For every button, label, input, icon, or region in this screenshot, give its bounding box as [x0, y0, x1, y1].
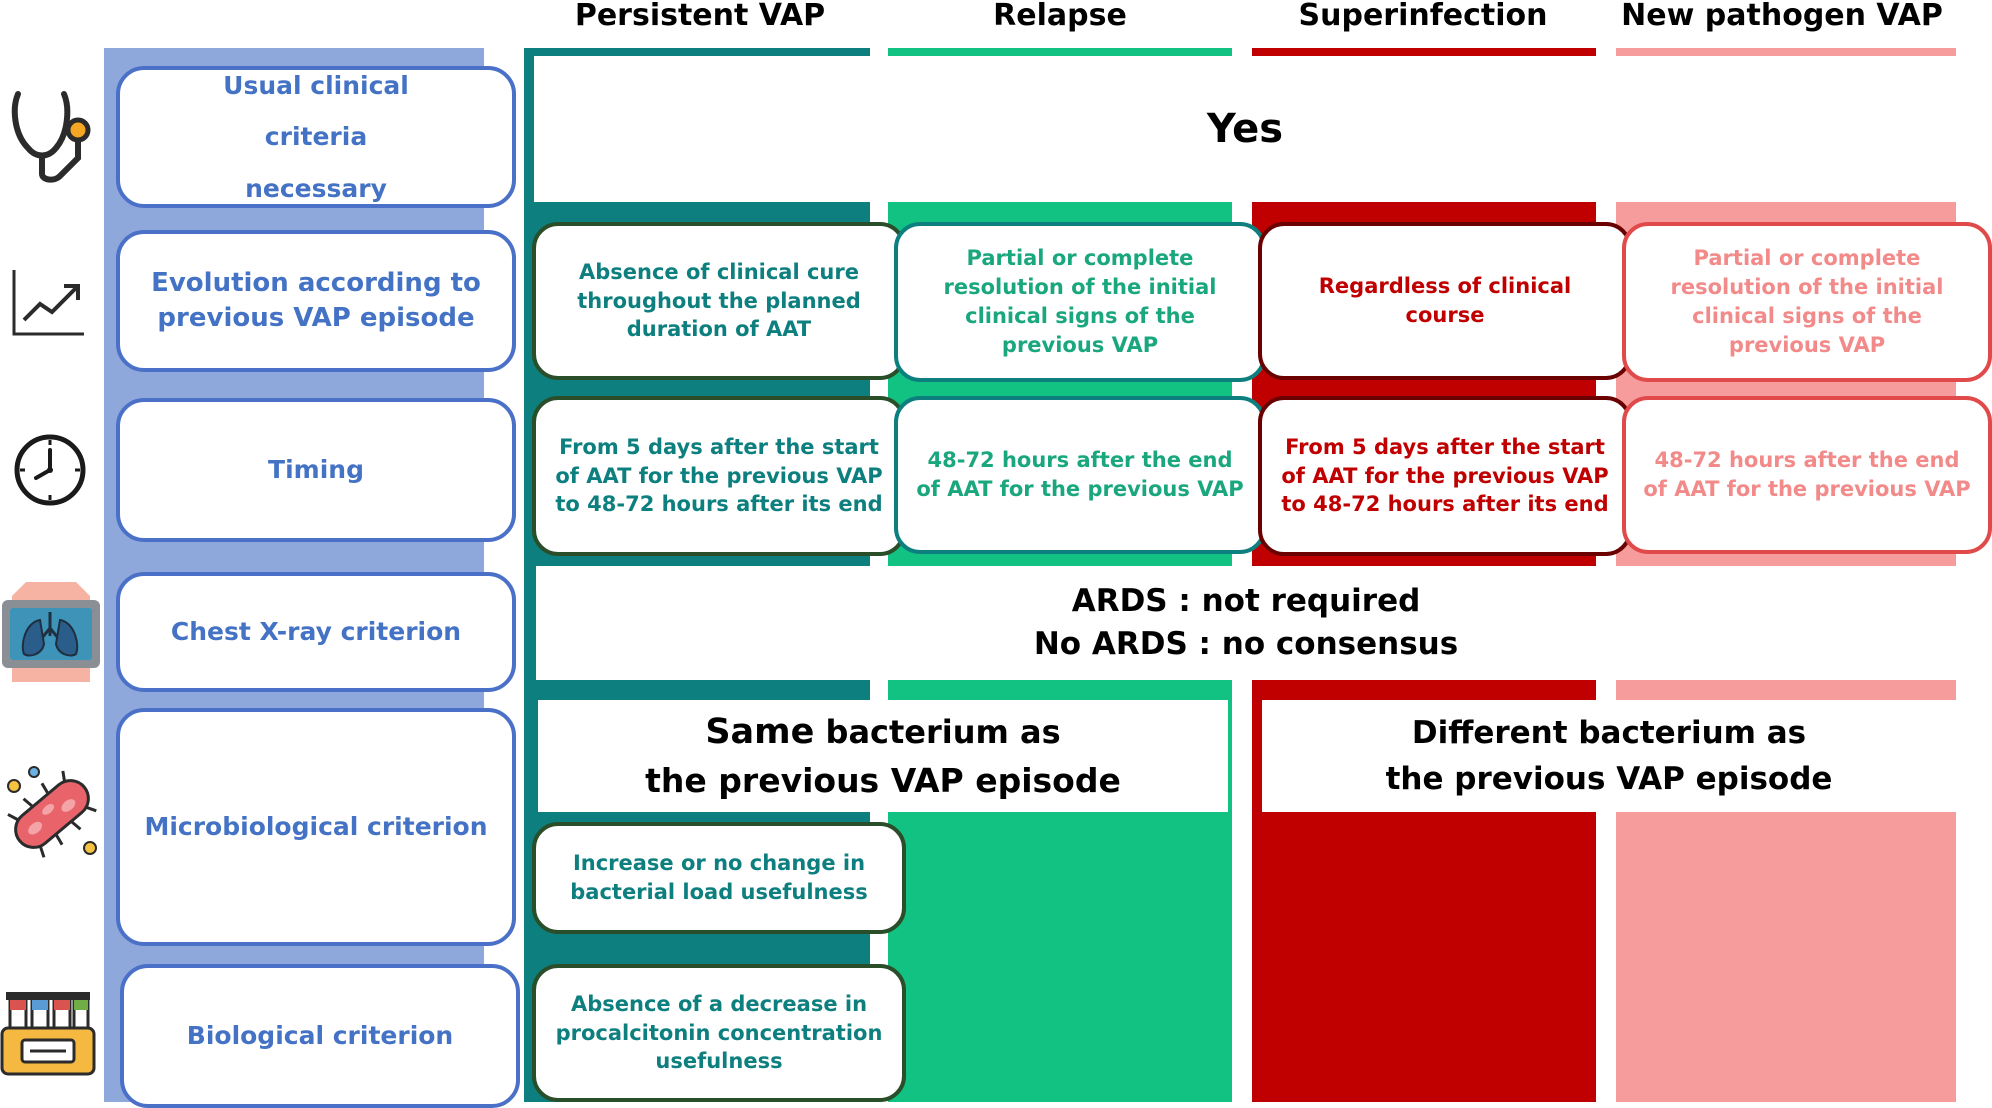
- different-bacterium-line2: the previous VAP episode: [1385, 761, 1833, 797]
- trend-chart-icon: [12, 270, 84, 336]
- chest-no-ards-line: No ARDS : no consensus: [1033, 626, 1459, 662]
- same-rest-text: bacterium as: [814, 712, 1061, 751]
- timing-relapse: 48-72 hours after the end of AAT for the…: [894, 396, 1266, 554]
- timing-superinfection-text: From 5 days after the start of AAT for t…: [1281, 434, 1609, 517]
- criterion-clinical-label: Usual clinical criteria necessary: [223, 71, 409, 203]
- criterion-timing-label: Timing: [268, 455, 364, 485]
- criterion-evolution-label: Evolution according to previous VAP epis…: [151, 267, 481, 333]
- criterion-micro-label: Microbiological criterion: [144, 812, 488, 842]
- stethoscope-icon: [11, 91, 91, 183]
- evolution-superinfection-text: Regardless of clinical course: [1318, 274, 1572, 327]
- evolution-persistent: Absence of clinical cure throughout the …: [532, 222, 906, 380]
- timing-relapse-text: 48-72 hours after the end of AAT for the…: [916, 448, 1244, 501]
- chest-ards-line: ARDS : not required: [1071, 583, 1421, 620]
- header-superinfection: Superinfection: [1298, 0, 1548, 33]
- timing-new-pathogen-text: 48-72 hours after the end of AAT for the…: [1643, 448, 1971, 501]
- evolution-persistent-text: Absence of clinical cure throughout the …: [577, 259, 861, 342]
- criterion-microbiological: Microbiological criterion: [116, 708, 516, 946]
- clinical-yes-text: Yes: [1206, 106, 1284, 152]
- same-bold-word: Same: [705, 711, 815, 752]
- criterion-biological: Biological criterion: [120, 964, 520, 1108]
- same-bacterium-band: Same bacterium as the previous VAP episo…: [538, 700, 1228, 812]
- same-bacterium-line2: the previous VAP episode: [645, 761, 1121, 801]
- criterion-timing: Timing: [116, 398, 516, 542]
- header-persistent-vap: Persistent VAP: [574, 0, 826, 33]
- evolution-superinfection: Regardless of clinical course: [1258, 222, 1632, 380]
- different-bacterium-line1: Different bacterium as: [1411, 714, 1807, 751]
- different-bacterium-band: Different bacterium as the previous VAP …: [1262, 700, 1956, 812]
- criterion-evolution: Evolution according to previous VAP epis…: [116, 230, 516, 372]
- evolution-relapse-text: Partial or complete resolution of the in…: [943, 246, 1217, 357]
- bio-persistent-procalcitonin: Absence of a decrease in procalcitonin c…: [532, 964, 906, 1102]
- test-tubes-icon: [0, 992, 96, 1076]
- evolution-new-pathogen-text: Partial or complete resolution of the in…: [1670, 246, 1944, 357]
- bacterium-icon: [7, 766, 97, 858]
- timing-new-pathogen: 48-72 hours after the end of AAT for the…: [1622, 396, 1992, 554]
- criterion-chest-xray: Chest X-ray criterion: [116, 572, 516, 692]
- clinical-criteria-yes-band: Yes: [534, 56, 1956, 202]
- chest-xray-icon: [2, 582, 100, 682]
- evolution-relapse: Partial or complete resolution of the in…: [894, 222, 1266, 382]
- micro-persistent-bacterial-load: Increase or no change in bacterial load …: [532, 822, 906, 934]
- chest-xray-band: ARDS : not required No ARDS : no consens…: [536, 566, 1956, 680]
- criterion-bio-label: Biological criterion: [186, 1021, 454, 1051]
- timing-persistent-text: From 5 days after the start of AAT for t…: [555, 434, 883, 517]
- micro-persistent-text: Increase or no change in bacterial load …: [570, 851, 868, 904]
- bio-persistent-text: Absence of a decrease in procalcitonin c…: [555, 991, 883, 1074]
- criterion-chest-label: Chest X-ray criterion: [170, 617, 462, 647]
- clock-icon: [14, 434, 86, 506]
- timing-superinfection: From 5 days after the start of AAT for t…: [1258, 396, 1632, 556]
- same-bacterium-line1: Same bacterium as: [705, 707, 1060, 758]
- criterion-clinical: Usual clinical criteria necessary: [116, 66, 516, 208]
- header-relapse: Relapse: [993, 0, 1127, 33]
- timing-persistent: From 5 days after the start of AAT for t…: [532, 396, 906, 556]
- evolution-new-pathogen: Partial or complete resolution of the in…: [1622, 222, 1992, 382]
- header-new-pathogen-vap: New pathogen VAP: [1621, 0, 1943, 33]
